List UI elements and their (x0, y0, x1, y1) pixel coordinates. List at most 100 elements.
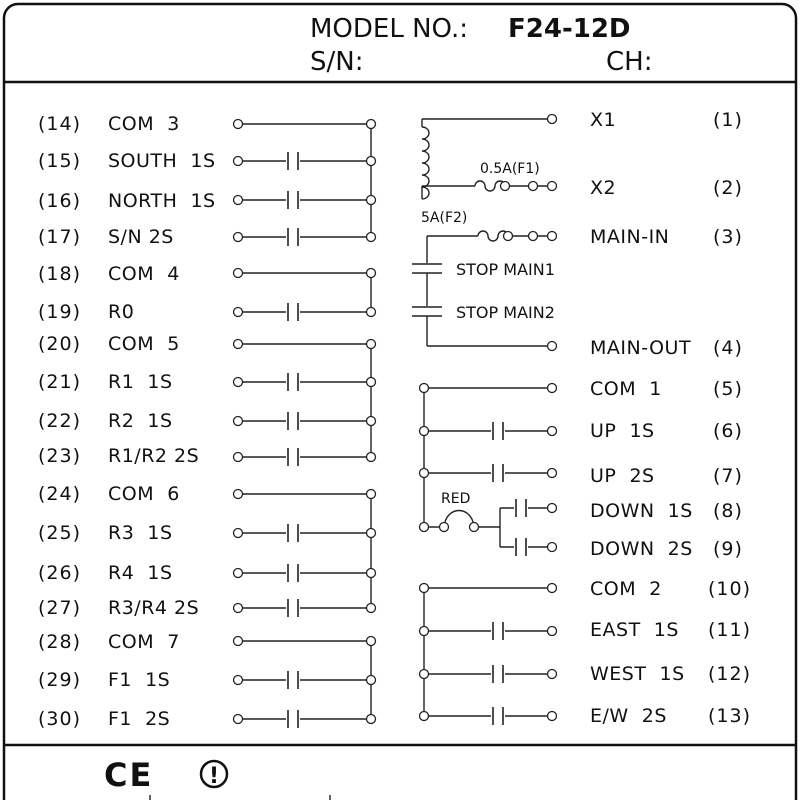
contact-29 (286, 671, 300, 689)
terminal-15-bus-node (365, 155, 377, 167)
terminal-21-bus-node (365, 376, 377, 388)
red-label: RED (441, 491, 470, 507)
terminal-9-number: (9) (713, 538, 743, 560)
terminal-28-bus-node (365, 635, 377, 647)
terminal-14-bus-node (365, 118, 377, 130)
com2-section (423, 587, 552, 725)
terminal-1-pin (546, 113, 558, 125)
fuse-f1-label: 0.5A(F1) (480, 161, 540, 177)
terminal-17-number: (17) (38, 226, 81, 248)
contact-23 (286, 448, 300, 466)
terminal-6-bus-node (418, 425, 430, 437)
red-jumper-node-a (438, 521, 450, 533)
contact-21 (286, 373, 300, 391)
contact-13 (491, 707, 505, 725)
terminal-3-node (527, 230, 539, 242)
contact-12 (491, 665, 505, 683)
red-jumper-node-b (468, 521, 480, 533)
contact-26 (286, 564, 300, 582)
terminal-25-pin (232, 527, 244, 539)
left-contacts (286, 152, 300, 728)
terminal-11-label: EAST 1S (590, 619, 679, 641)
terminal-13-number: (13) (708, 705, 751, 727)
terminal-16-label: NORTH 1S (108, 190, 216, 212)
contact-11 (491, 622, 505, 640)
terminal-24-label: COM 6 (108, 483, 180, 505)
terminal-22-bus-node (365, 415, 377, 427)
terminal-8-label: DOWN 1S (590, 500, 693, 522)
fuse-f2-label: 5A(F2) (421, 210, 467, 226)
terminal-30-pin (232, 713, 244, 725)
terminal-21-pin (232, 376, 244, 388)
terminal-2-label: X2 (590, 177, 616, 199)
terminal-22-pin (232, 415, 244, 427)
terminal-11-pin (546, 625, 558, 637)
terminal-2-pin (546, 180, 558, 192)
terminal-7-number: (7) (713, 465, 743, 487)
terminal-7-pin (546, 467, 558, 479)
terminal-3-pin (546, 230, 558, 242)
terminal-15-pin (232, 155, 244, 167)
terminal-30-bus-node (365, 713, 377, 725)
terminal-26-label: R4 1S (108, 562, 173, 584)
contact-6 (491, 422, 505, 440)
contact-9 (514, 538, 528, 556)
terminal-1-label: X1 (590, 109, 616, 131)
warning-symbol: ! (209, 764, 219, 789)
contact-30 (286, 710, 300, 728)
terminal-25-bus-node (365, 527, 377, 539)
terminal-28-number: (28) (38, 631, 81, 653)
contact-16 (286, 191, 300, 209)
contact-17 (286, 228, 300, 246)
terminal-12-pin (546, 668, 558, 680)
terminal-13-bus-node (418, 710, 430, 722)
terminal-9-label: DOWN 2S (590, 538, 693, 560)
terminal-16-pin (232, 194, 244, 206)
terminal-25-label: R3 1S (108, 522, 173, 544)
terminal-28-label: COM 7 (108, 631, 180, 653)
terminal-19-bus-node (365, 306, 377, 318)
terminal-6-pin (546, 425, 558, 437)
terminal-20-bus-node (365, 338, 377, 350)
terminal-12-number: (12) (708, 663, 751, 685)
terminal-14-pin (232, 118, 244, 130)
terminal-26-pin (232, 567, 244, 579)
terminal-26-number: (26) (38, 562, 81, 584)
terminal-23-number: (23) (38, 445, 81, 467)
terminal-21-label: R1 1S (108, 371, 173, 393)
terminal-24-bus-node (365, 488, 377, 500)
stop-main2-label: STOP MAIN2 (456, 303, 555, 322)
contact-19 (286, 303, 300, 321)
terminal-14-label: COM 3 (108, 113, 180, 135)
terminal-19-pin (232, 306, 244, 318)
terminal-24-pin (232, 488, 244, 500)
stop-main1-label: STOP MAIN1 (456, 260, 555, 279)
terminal-13-label: E/W 2S (590, 705, 667, 727)
terminal-20-label: COM 5 (108, 333, 180, 355)
terminal-27-number: (27) (38, 597, 81, 619)
terminal-25-number: (25) (38, 522, 81, 544)
contact-15 (286, 152, 300, 170)
terminal-3-label: MAIN-IN (590, 226, 669, 248)
terminal-16-bus-node (365, 194, 377, 206)
left-terminal-circles (232, 118, 377, 725)
terminal-17-pin (232, 231, 244, 243)
terminal-18-pin (232, 267, 244, 279)
model-label: MODEL NO.: (310, 14, 468, 44)
terminal-9-pin (546, 541, 558, 553)
power-section: 0.5A(F1) 5A(F2) STOP MAIN1 STOP MAIN2 (412, 118, 555, 347)
terminal-10-number: (10) (708, 578, 751, 600)
terminal-4-number: (4) (713, 337, 743, 359)
model-value: F24-12D (508, 14, 631, 44)
terminal-16-number: (16) (38, 190, 81, 212)
terminal-15-number: (15) (38, 150, 81, 172)
contact-22 (286, 412, 300, 430)
transformer-coil-icon (421, 126, 430, 200)
left-terminal-labels: (14) COM 3 (15) SOUTH 1S (16) NORTH 1S (… (38, 113, 216, 730)
terminal-30-number: (30) (38, 708, 81, 730)
terminal-5-bus-node (418, 382, 430, 394)
ce-mark-icon: CE (104, 756, 153, 794)
fuse-f2-icon (477, 230, 509, 242)
ch-label: CH: (606, 47, 652, 77)
